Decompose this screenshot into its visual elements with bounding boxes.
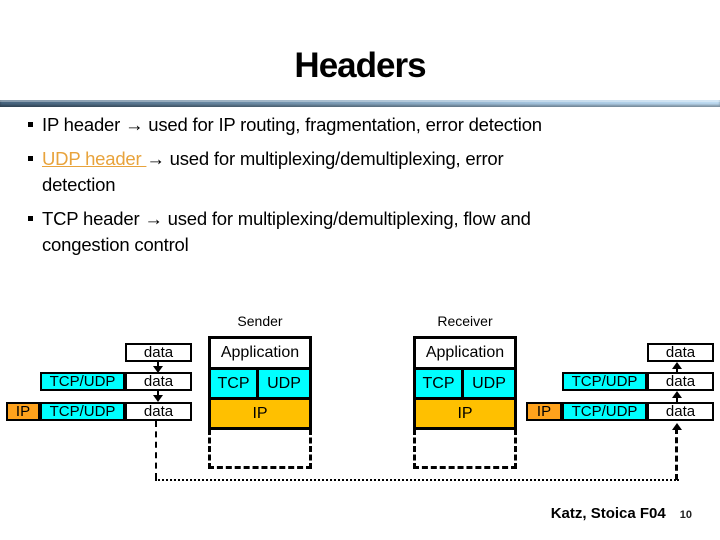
bullet-text-tcp-line2: congestion control: [42, 234, 189, 255]
title-divider: [0, 100, 720, 107]
receiver-packet-data-box: data: [647, 343, 714, 362]
receiver-packet-tcpudp-header-box: TCP/UDP: [562, 402, 647, 421]
receiver-application-layer-box: Application: [416, 339, 514, 370]
receiver-tcp-box: TCP: [416, 370, 464, 397]
sender-packet-data-box: data: [125, 372, 192, 391]
slide-footer: Katz, Stoica F04 10: [551, 505, 692, 522]
receiver-packet-data-box: data: [647, 372, 714, 391]
sender-to-network-dashed-line: [155, 421, 157, 479]
bullet-item-tcp-header: TCP header → used for multiplexing/demul…: [28, 206, 712, 258]
footer-credit: Katz, Stoica F04: [550, 505, 666, 522]
network-to-receiver-dashed-arrow-up-icon: [672, 423, 682, 480]
decapsulation-arrow-up-icon: [672, 391, 682, 402]
sender-ip-layer-box: IP: [211, 400, 309, 427]
sender-packet-tcpudp-header-box: TCP/UDP: [40, 372, 125, 391]
bullet-list: IP header → used for IP routing, fragmen…: [28, 112, 712, 266]
sender-tcp-box: TCP: [211, 370, 259, 397]
sender-packet-ip-header-box: IP: [6, 402, 40, 421]
sender-protocol-stack: Application TCP UDP IP: [208, 336, 312, 430]
bullet-text-ip: → used for IP routing, fragmentation, er…: [125, 114, 542, 135]
sender-transport-layer-row: TCP UDP: [211, 370, 309, 400]
sender-label: Sender: [237, 313, 283, 329]
bullet-text-udp-line1: → used for multiplexing/demultiplexing, …: [146, 148, 504, 169]
receiver-packet-tcpudp-header-box: TCP/UDP: [562, 372, 647, 391]
receiver-lower-layers-dashed-box: [413, 429, 517, 469]
receiver-transport-layer-row: TCP UDP: [416, 370, 514, 400]
decapsulation-arrow-up-icon: [672, 362, 682, 373]
network-path-dotted-line: [155, 479, 679, 481]
sender-lower-layers-dashed-box: [208, 429, 312, 469]
bullet-item-ip-header: IP header → used for IP routing, fragmen…: [28, 112, 712, 138]
receiver-protocol-stack: Application TCP UDP IP: [413, 336, 517, 430]
receiver-udp-box: UDP: [464, 370, 514, 397]
sender-packet-data-box: data: [125, 343, 192, 362]
slide-number: 10: [679, 509, 692, 521]
receiver-ip-layer-box: IP: [416, 400, 514, 427]
sender-packet-tcpudp-header-box: TCP/UDP: [40, 402, 125, 421]
sender-packet-data-box: data: [125, 402, 192, 421]
bullet-lead-ip: IP header: [42, 114, 126, 135]
sender-application-layer-box: Application: [211, 339, 309, 370]
encapsulation-arrow-down-icon: [153, 362, 163, 373]
page-title: Headers: [294, 46, 426, 85]
receiver-label: Receiver: [437, 313, 493, 329]
bullet-text-tcp-line1: → used for multiplexing/demultiplexing, …: [144, 208, 531, 229]
encapsulation-arrow-down-icon: [153, 391, 163, 402]
receiver-packet-data-box: data: [647, 402, 714, 421]
bullet-item-udp-header: UDP header → used for multiplexing/demul…: [28, 146, 712, 198]
receiver-packet-ip-header-box: IP: [526, 402, 562, 421]
bullet-text-udp-line2: detection: [42, 174, 116, 195]
sender-udp-box: UDP: [259, 370, 309, 397]
bullet-lead-tcp: TCP header: [42, 208, 145, 229]
bullet-lead-udp-link: UDP header: [42, 148, 147, 169]
